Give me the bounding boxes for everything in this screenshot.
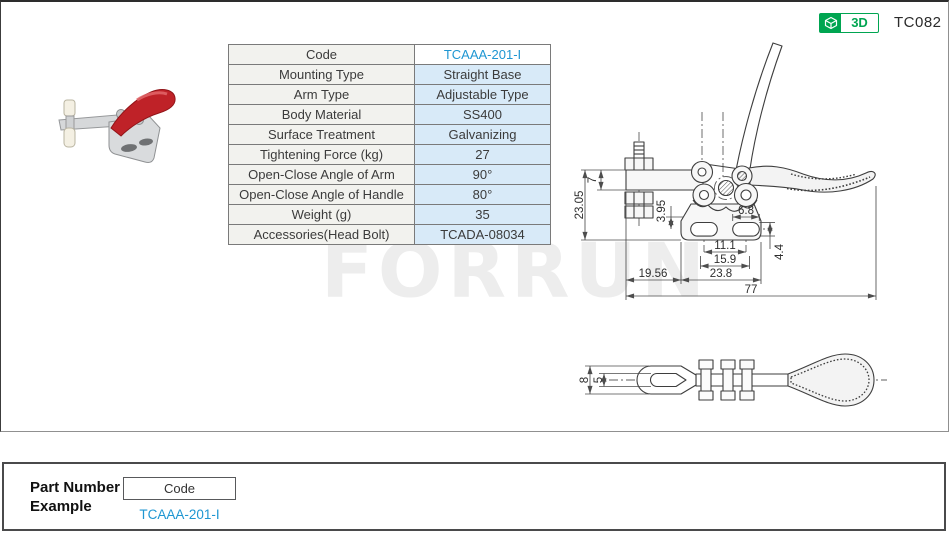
spec-value-cell: Galvanizing (414, 124, 551, 145)
code-box: Code (123, 477, 236, 500)
clamp-outline (624, 42, 876, 241)
front-dimensions (581, 169, 877, 300)
dim-arm-height: 7 (587, 177, 599, 183)
dim-top-inner-width: 5 (593, 377, 605, 383)
table-row: Weight (g) 35 (228, 204, 551, 225)
spec-table: Code TCAAA-201-I Mounting Type Straight … (228, 44, 551, 245)
spec-value-cell: TCAAA-201-I (414, 44, 551, 65)
cube-3d-icon (820, 14, 841, 32)
part-number-title-line2: Example (30, 498, 92, 515)
spec-label-cell: Arm Type (228, 84, 415, 105)
spec-value-cell: 27 (414, 144, 551, 165)
spec-value-cell: Adjustable Type (414, 84, 551, 105)
spec-value-cell: 80° (414, 184, 551, 205)
dim-slot-span: 15.9 (714, 254, 736, 266)
spec-label-cell: Weight (g) (228, 204, 415, 225)
badge-3d-label: 3D (851, 15, 868, 30)
spec-value-cell: TCADA-08034 (414, 224, 551, 245)
spec-label-cell: Tightening Force (kg) (228, 144, 415, 165)
dim-top-outer-width: 8 (579, 377, 591, 383)
spec-label-cell: Surface Treatment (228, 124, 415, 145)
table-row: Code TCAAA-201-I (228, 44, 551, 65)
front-view-drawing: 23.05 7 3.95 6.8 4.4 11.1 15.9 23.8 19.5… (574, 42, 877, 300)
top-dimension-labels: 8 5 (579, 377, 605, 383)
spec-value-cell: 35 (414, 204, 551, 225)
spec-label-cell: Open-Close Angle of Handle (228, 184, 415, 205)
spec-label-cell: Open-Close Angle of Arm (228, 164, 415, 185)
part-number-example-title: Part Number Example (30, 478, 120, 516)
part-number-code-value: TCAAA-201-I (139, 507, 220, 522)
top-dimensions (585, 365, 651, 395)
table-row: Accessories(Head Bolt) TCADA-08034 (228, 224, 551, 245)
top-outline (636, 353, 875, 407)
dim-overall-length: 77 (745, 284, 758, 296)
spec-label-cell: Code (228, 44, 415, 65)
dim-overall-height: 23.05 (574, 191, 586, 220)
dim-slot-width: 6.8 (738, 205, 754, 217)
part-number-example-section: Part Number Example Code TCAAA-201-I (2, 462, 946, 531)
spec-label-cell: Mounting Type (228, 64, 415, 85)
spec-label-cell: Accessories(Head Bolt) (228, 224, 415, 245)
dim-base-width: 23.8 (710, 268, 732, 280)
view-3d-badge[interactable]: 3D (819, 13, 879, 33)
clamp-photo-red-handle (110, 89, 176, 137)
table-row: Tightening Force (kg) 27 (228, 144, 551, 165)
dim-left-offset: 19.56 (639, 268, 668, 280)
product-photo (58, 89, 176, 163)
spec-label-cell: Body Material (228, 104, 415, 125)
series-code: TC082 (894, 14, 942, 31)
table-row: Arm Type Adjustable Type (228, 84, 551, 105)
dim-slot-length: 4.4 (774, 243, 786, 260)
spec-value-cell: 90° (414, 164, 551, 185)
table-row: Surface Treatment Galvanizing (228, 124, 551, 145)
product-datasheet-panel: FORRUN (0, 0, 949, 432)
table-row: Body Material SS400 (228, 104, 551, 125)
dim-slot-offset: 3.95 (656, 200, 668, 222)
table-row: Open-Close Angle of Handle 80° (228, 184, 551, 205)
table-row: Mounting Type Straight Base (228, 64, 551, 85)
part-number-title-line1: Part Number (30, 479, 121, 496)
spec-value-cell: SS400 (414, 104, 551, 125)
front-dimension-labels: 23.05 7 3.95 6.8 4.4 11.1 15.9 23.8 19.5… (574, 177, 786, 296)
dim-slot-pitch: 11.1 (714, 240, 736, 252)
top-view-drawing: 8 5 (579, 353, 887, 407)
spec-value-cell: Straight Base (414, 64, 551, 85)
table-row: Open-Close Angle of Arm 90° (228, 164, 551, 185)
